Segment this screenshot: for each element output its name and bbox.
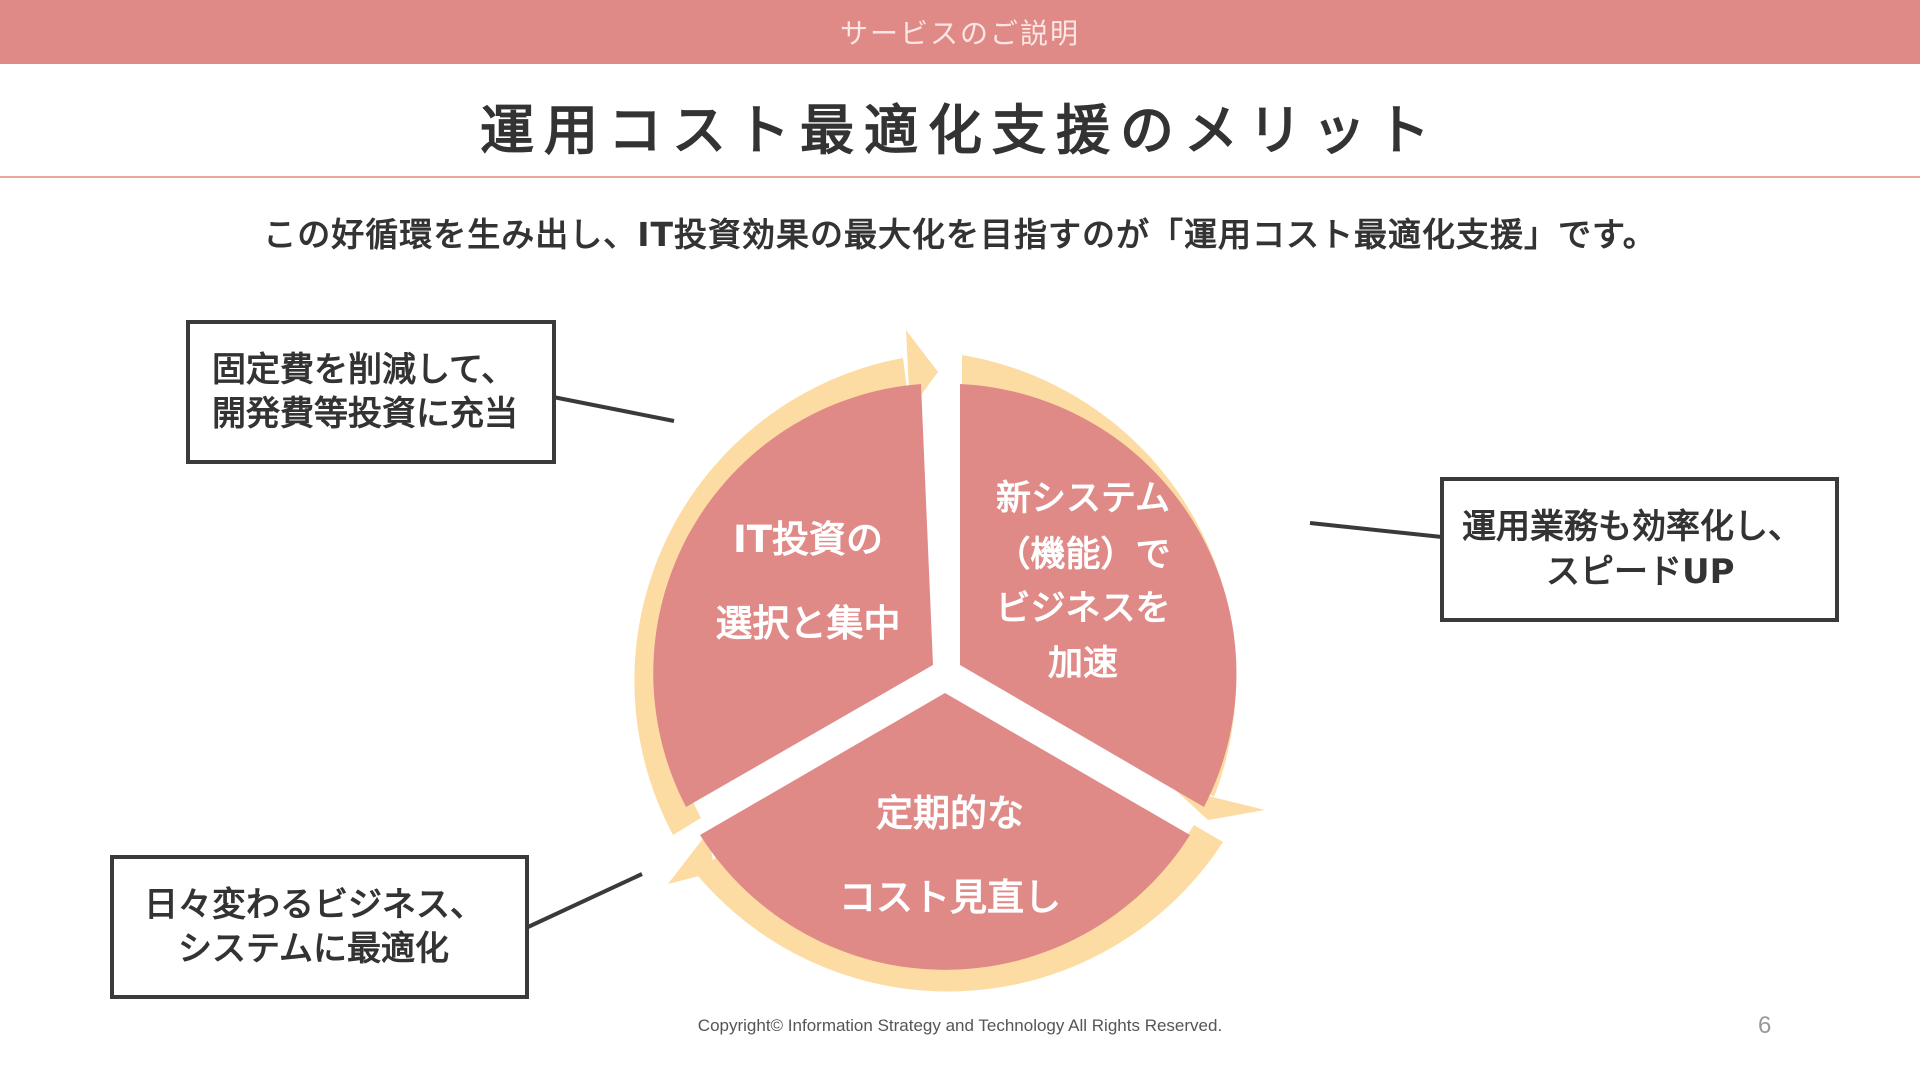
callout-optimize-line-1: 日々変わるビジネス、 xyxy=(144,884,484,925)
segment-label-new-1: 新システム xyxy=(996,479,1170,519)
cycle-arrow-bottom xyxy=(698,825,1223,992)
connector-bottom-left xyxy=(527,872,643,929)
segment-label-cost-2: コスト見直し xyxy=(839,876,1061,919)
callout-fixed-cost-line-2: 開発費等投資に充当 xyxy=(212,394,518,434)
callout-operations-line-2: スピードUP xyxy=(1546,551,1735,592)
cycle-arrow-head-bottom xyxy=(668,832,715,884)
segment-label-new-3: ビジネスを xyxy=(995,589,1170,629)
callout-optimize: 日々変わるビジネス、 システムに最適化 xyxy=(110,855,529,999)
segment-cost-review xyxy=(700,693,1190,970)
connector-right xyxy=(1309,521,1443,539)
callout-connectors xyxy=(527,395,1443,929)
callout-fixed-cost-line-1: 固定費を削減して、 xyxy=(212,349,516,390)
segment-label-new-2: （機能）で xyxy=(995,535,1170,575)
lead-text: この好循環を生み出し、IT投資効果の最大化を目指すのが「運用コスト最適化支援」で… xyxy=(263,215,1657,254)
segment-new-system xyxy=(960,384,1237,807)
callout-fixed-cost: 固定費を削減して、 開発費等投資に充当 xyxy=(186,320,556,464)
callout-optimize-line-2: システムに最適化 xyxy=(178,929,449,969)
callout-operations-line-1: 運用業務も効率化し、 xyxy=(1462,507,1802,548)
title-divider xyxy=(0,176,1920,178)
segment-it-investment xyxy=(653,384,933,807)
cycle-segments xyxy=(653,384,1237,970)
page-number: 6 xyxy=(1758,1012,1772,1039)
segment-label-cost-1: 定期的な xyxy=(876,792,1024,835)
segment-label-new-4: 加速 xyxy=(1048,644,1118,684)
page-title: 運用コスト最適化支援のメリット xyxy=(480,99,1440,162)
copyright-footer: Copyright© Information Strategy and Tech… xyxy=(697,1016,1223,1035)
connector-top-left xyxy=(552,395,675,423)
segment-label-it-1: IT投資の xyxy=(733,518,883,561)
section-header-label: サービスのご説明 xyxy=(839,17,1080,50)
section-header-band: サービスのご説明 xyxy=(0,0,1920,64)
segment-label-it-2: 選択と集中 xyxy=(716,602,901,645)
callout-operations: 運用業務も効率化し、 スピードUP xyxy=(1440,477,1839,622)
